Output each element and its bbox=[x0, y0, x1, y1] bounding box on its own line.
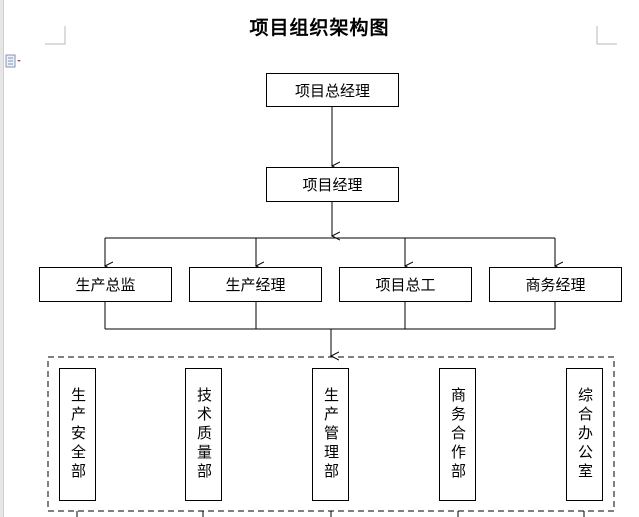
node-production-manager: 生产经理 bbox=[189, 267, 322, 302]
crop-mark-right bbox=[596, 26, 617, 45]
dept-label: 生产管理部 bbox=[322, 387, 340, 482]
dept-label: 技术质量部 bbox=[195, 387, 213, 482]
dept-production-safety: 生产安全部 bbox=[59, 368, 96, 501]
page-left-edge bbox=[0, 0, 4, 517]
crop-marks bbox=[45, 26, 617, 45]
node-project-general-manager: 项目总经理 bbox=[266, 73, 399, 107]
node-chief-engineer: 项目总工 bbox=[339, 267, 472, 302]
dept-technical-quality: 技术质量部 bbox=[185, 368, 222, 501]
dept-production-management: 生产管理部 bbox=[312, 368, 349, 501]
dept-general-office: 综合办公室 bbox=[566, 368, 603, 501]
node-business-manager: 商务经理 bbox=[489, 267, 622, 302]
node-project-manager: 项目经理 bbox=[266, 167, 399, 202]
document-icon[interactable] bbox=[5, 54, 23, 68]
dept-business-cooperation: 商务合作部 bbox=[439, 368, 476, 501]
dept-label: 综合办公室 bbox=[576, 387, 594, 482]
dept-label: 生产安全部 bbox=[69, 387, 87, 482]
crop-mark-left bbox=[45, 26, 66, 45]
dept-label: 商务合作部 bbox=[449, 387, 467, 482]
node-production-director: 生产总监 bbox=[39, 267, 172, 302]
page-title: 项目组织架构图 bbox=[249, 17, 390, 39]
